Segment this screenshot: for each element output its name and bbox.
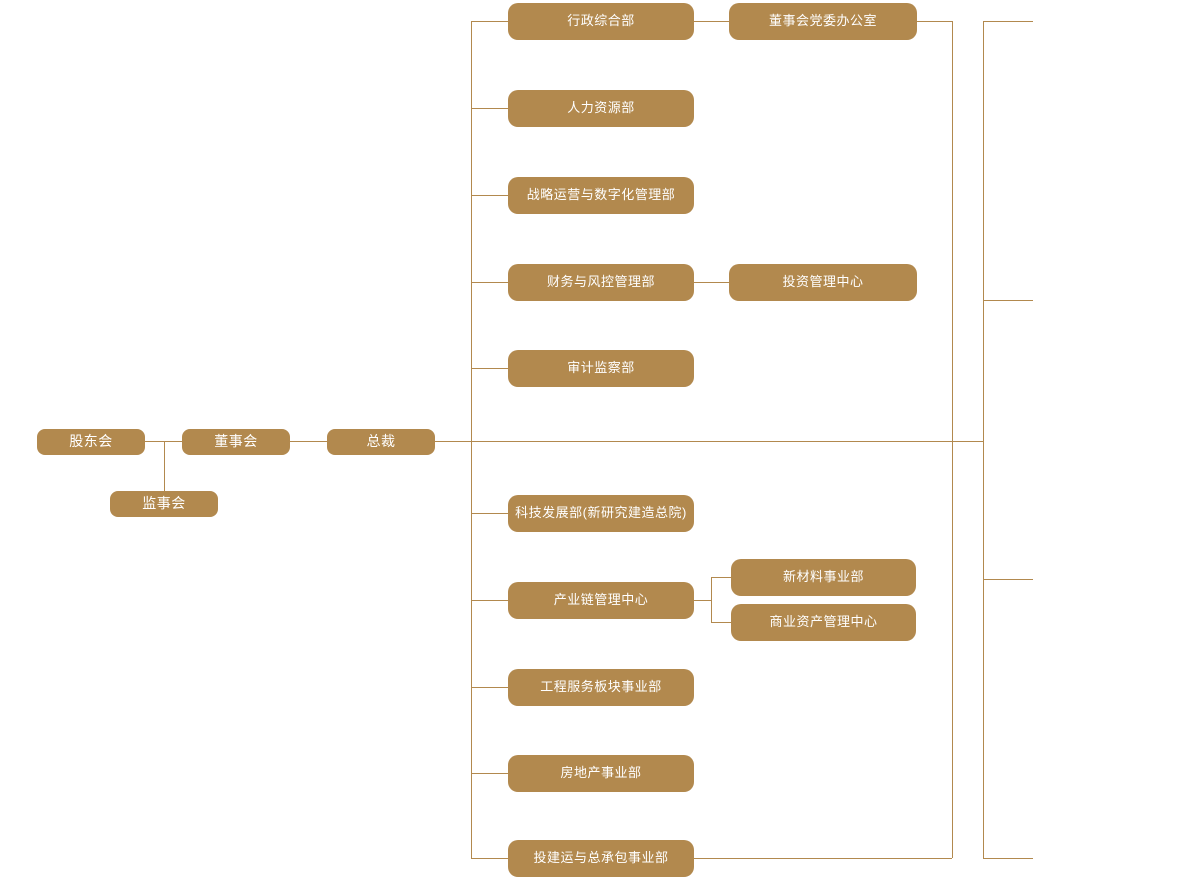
- connector-branch: [471, 687, 508, 688]
- connector-rail-2: [983, 21, 984, 858]
- connector-branch: [471, 282, 508, 283]
- connector-branch: [471, 21, 508, 22]
- connector-branch: [471, 773, 508, 774]
- node-dept-engineering-services: 工程服务板块事业部: [508, 669, 694, 706]
- node-dept-human-resources: 人力资源部: [508, 90, 694, 127]
- node-supervisory-board: 监事会: [110, 491, 218, 517]
- connector-chain-split: [711, 577, 712, 622]
- node-dept-administration: 行政综合部: [508, 3, 694, 40]
- node-commercial-asset-management-center: 商业资产管理中心: [731, 604, 916, 641]
- node-president: 总裁: [327, 429, 435, 455]
- connector-branch: [471, 513, 508, 514]
- node-dept-industry-chain: 产业链管理中心: [508, 582, 694, 619]
- node-board-of-directors: 董事会: [182, 429, 290, 455]
- connector-supervisory-drop: [164, 442, 165, 491]
- connector-stub: [983, 579, 1033, 580]
- node-board-party-committee-office: 董事会党委办公室: [729, 3, 917, 40]
- connector-bottom-right: [694, 858, 952, 859]
- connector-admin-partyoffice: [694, 21, 729, 22]
- connector-chain-newmaterials: [711, 577, 731, 578]
- connector-board-president: [290, 441, 327, 442]
- connector-stub: [983, 21, 1033, 22]
- connector-shareholders-board: [145, 441, 182, 442]
- connector-stub: [983, 300, 1033, 301]
- node-dept-tech-development: 科技发展部(新研究建造总院): [508, 495, 694, 532]
- connector-chain-commercial: [711, 622, 731, 623]
- connector-stub: [983, 858, 1033, 859]
- connector-branch: [471, 108, 508, 109]
- node-investment-management-center: 投资管理中心: [729, 264, 917, 301]
- node-dept-strategy-digital: 战略运营与数字化管理部: [508, 177, 694, 214]
- node-shareholders-meeting: 股东会: [37, 429, 145, 455]
- connector-trunk: [471, 21, 472, 858]
- connector-branch: [471, 858, 508, 859]
- node-dept-finance-risk: 财务与风控管理部: [508, 264, 694, 301]
- connector-branch: [471, 195, 508, 196]
- connector-branch: [471, 600, 508, 601]
- connector-finance-investment: [694, 282, 729, 283]
- connector-partyoffice-right: [917, 21, 952, 22]
- connector-chain-junction: [694, 600, 711, 601]
- connector-president-main: [435, 441, 983, 442]
- connector-branch: [471, 368, 508, 369]
- connector-rail-1: [952, 21, 953, 858]
- node-dept-real-estate: 房地产事业部: [508, 755, 694, 792]
- node-dept-investment-construction: 投建运与总承包事业部: [508, 840, 694, 877]
- node-dept-audit-supervision: 审计监察部: [508, 350, 694, 387]
- node-new-materials-division: 新材料事业部: [731, 559, 916, 596]
